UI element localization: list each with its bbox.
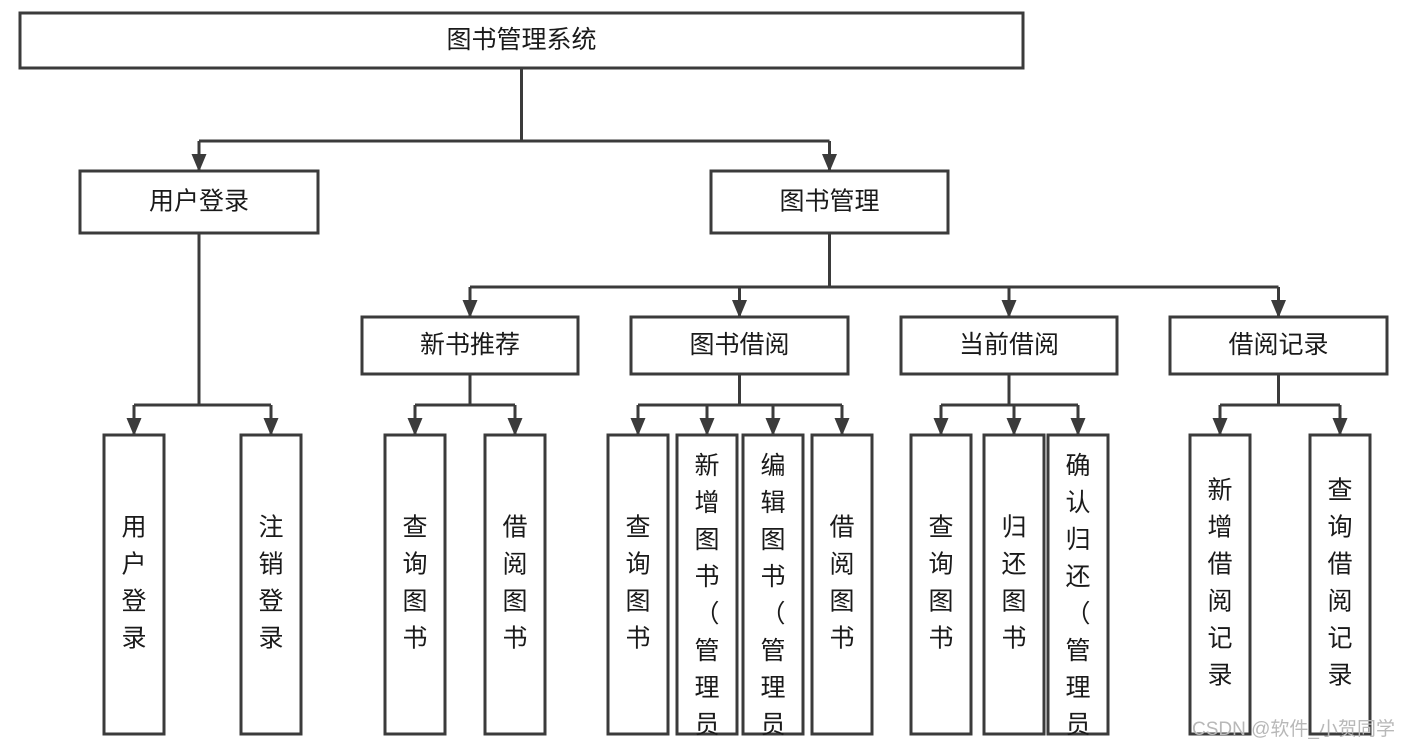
node-box[interactable] <box>909 433 973 736</box>
node-label: 查询图书 <box>928 514 953 653</box>
node-label: 确认归还（管理员） <box>1065 452 1090 747</box>
edge-group <box>462 233 1286 318</box>
arrow-head-icon <box>1332 418 1348 436</box>
arrow-head-icon <box>462 300 478 318</box>
arrow-head-icon <box>507 418 523 436</box>
arrow-head-icon <box>407 418 423 436</box>
edge-group <box>630 374 850 436</box>
arrow-head-icon <box>1212 418 1228 436</box>
node-box[interactable] <box>810 433 874 736</box>
node-l4-11[interactable]: 确认归还（管理员） <box>1046 433 1110 747</box>
edge-group <box>933 374 1086 436</box>
nodes-layer: 图书管理系统用户登录图书管理新书推荐图书借阅当前借阅借阅记录用户登录注销登录查询… <box>18 11 1389 747</box>
node-l4-3[interactable]: 查询图书 <box>383 433 447 736</box>
node-label: 图书借阅 <box>689 331 789 359</box>
arrow-head-icon <box>126 418 142 436</box>
node-l3-2[interactable]: 图书借阅 <box>629 315 850 376</box>
node-l4-12[interactable]: 新增借阅记录 <box>1188 433 1252 736</box>
node-label: 借阅图书 <box>502 514 527 653</box>
node-l4-6[interactable]: 新增图书（管理员） <box>675 433 739 747</box>
arrow-head-icon <box>630 418 646 436</box>
node-label: 用户登录 <box>121 514 146 653</box>
node-box[interactable] <box>102 433 166 736</box>
node-box[interactable] <box>606 433 670 736</box>
edge-group <box>126 233 279 436</box>
arrow-head-icon <box>822 154 837 172</box>
node-label: 查询图书 <box>625 514 650 653</box>
node-box[interactable] <box>982 433 1046 736</box>
node-box[interactable] <box>18 11 1025 70</box>
arrow-head-icon <box>191 154 207 172</box>
node-label: 新增借阅记录 <box>1207 477 1232 690</box>
node-label: 编辑图书（管理员） <box>760 452 785 747</box>
node-l4-2[interactable]: 注销登录 <box>239 433 303 736</box>
arrow-head-icon <box>699 418 715 436</box>
arrow-head-icon <box>1001 300 1017 318</box>
node-l3-3[interactable]: 当前借阅 <box>899 315 1119 376</box>
arrow-head-icon <box>732 300 747 318</box>
node-l4-13[interactable]: 查询借阅记录 <box>1308 433 1372 736</box>
node-label: 用户登录 <box>149 188 249 216</box>
node-label: 借阅图书 <box>829 514 854 653</box>
arrow-head-icon <box>765 418 781 436</box>
node-l2-2[interactable]: 图书管理 <box>709 169 950 235</box>
node-box[interactable] <box>78 169 320 235</box>
edge-group <box>1212 374 1348 436</box>
arrow-head-icon <box>1271 300 1286 318</box>
node-l4-4[interactable]: 借阅图书 <box>483 433 547 736</box>
node-box[interactable] <box>1046 433 1110 736</box>
arrow-head-icon <box>933 418 949 436</box>
edges-layer <box>126 68 1348 436</box>
node-l4-5[interactable]: 查询图书 <box>606 433 670 736</box>
node-box[interactable] <box>383 433 447 736</box>
node-box[interactable] <box>1308 433 1372 736</box>
node-label: 归还图书 <box>1001 514 1026 653</box>
node-label: 注销登录 <box>258 514 283 653</box>
node-l4-7[interactable]: 编辑图书（管理员） <box>741 433 805 747</box>
node-box[interactable] <box>239 433 303 736</box>
edge-group <box>407 374 523 436</box>
watermark-label: CSDN @软件_小贺同学 <box>1192 718 1395 740</box>
edge-group <box>191 68 837 172</box>
node-label: 图书管理 <box>779 188 879 216</box>
node-label: 借阅记录 <box>1228 331 1328 359</box>
node-box[interactable] <box>629 315 850 376</box>
node-l4-10[interactable]: 归还图书 <box>982 433 1046 736</box>
node-box[interactable] <box>1188 433 1252 736</box>
node-box[interactable] <box>899 315 1119 376</box>
node-box[interactable] <box>709 169 950 235</box>
arrow-head-icon <box>263 418 279 436</box>
node-box[interactable] <box>483 433 547 736</box>
node-label: 新书推荐 <box>420 331 520 359</box>
node-l3-4[interactable]: 借阅记录 <box>1168 315 1389 376</box>
node-root[interactable]: 图书管理系统 <box>18 11 1025 70</box>
node-box[interactable] <box>675 433 739 736</box>
node-l2-1[interactable]: 用户登录 <box>78 169 320 235</box>
node-label: 新增图书（管理员） <box>694 452 719 747</box>
node-box[interactable] <box>1168 315 1389 376</box>
node-box[interactable] <box>741 433 805 736</box>
arrow-head-icon <box>1070 418 1086 436</box>
node-label: 查询图书 <box>402 514 427 653</box>
arrow-head-icon <box>1006 418 1022 436</box>
arrow-head-icon <box>834 418 850 436</box>
node-l3-1[interactable]: 新书推荐 <box>360 315 580 376</box>
node-label: 查询借阅记录 <box>1327 477 1352 690</box>
node-label: 当前借阅 <box>959 331 1059 359</box>
node-l4-8[interactable]: 借阅图书 <box>810 433 874 736</box>
node-l4-1[interactable]: 用户登录 <box>102 433 166 736</box>
node-l4-9[interactable]: 查询图书 <box>909 433 973 736</box>
node-label: 图书管理系统 <box>446 26 596 54</box>
node-box[interactable] <box>360 315 580 376</box>
